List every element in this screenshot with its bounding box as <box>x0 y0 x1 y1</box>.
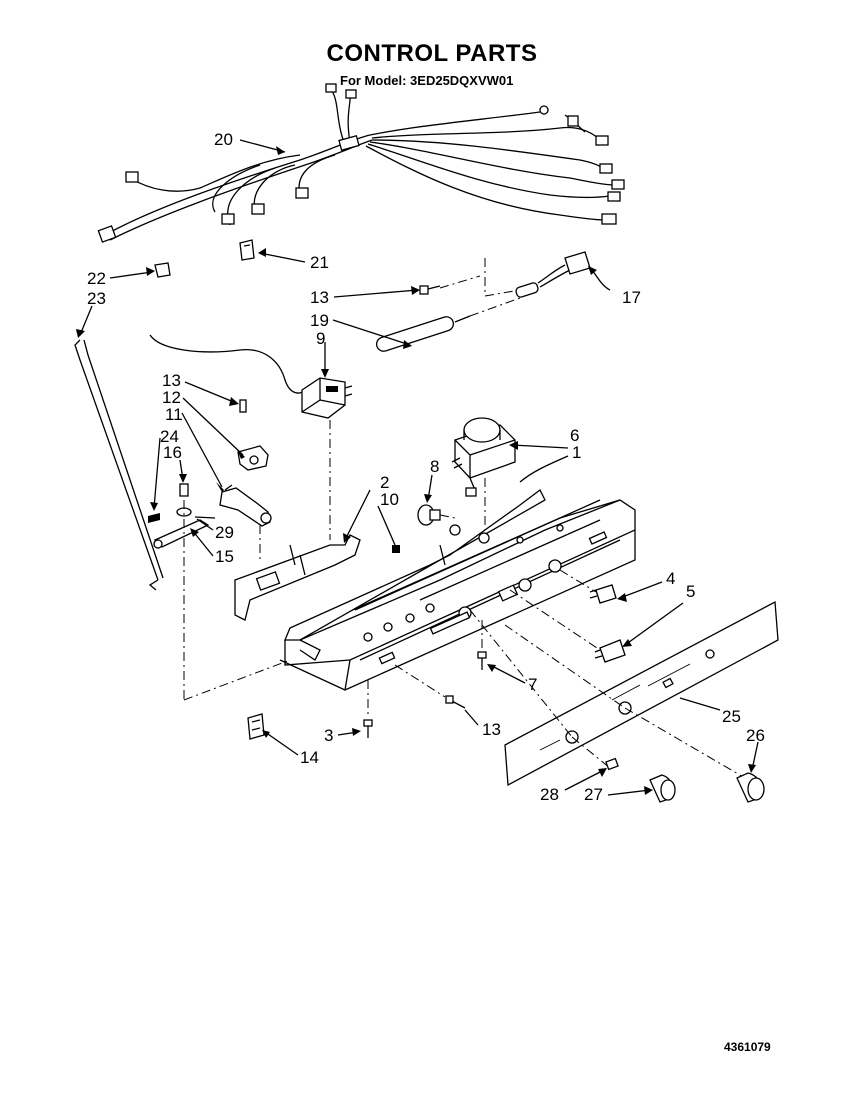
callout-2: 2 <box>380 473 389 492</box>
callout-3: 3 <box>324 726 333 745</box>
relay-part <box>149 334 353 419</box>
callout-25: 25 <box>722 707 741 726</box>
clip-part <box>239 239 255 261</box>
callout-27: 27 <box>584 785 603 804</box>
control-housing-part <box>279 489 636 691</box>
callout-12: 12 <box>162 388 181 407</box>
callout-19: 19 <box>310 311 329 330</box>
callout-13-left: 13 <box>162 371 181 390</box>
switch-lever-assembly <box>148 399 272 700</box>
callout-1: 1 <box>572 443 581 462</box>
callout-22: 22 <box>87 269 106 288</box>
callout-labels: 20 21 22 23 13 17 19 9 13 12 11 24 16 6 … <box>87 130 765 804</box>
control-panel-part <box>469 600 779 787</box>
document-number: 4361079 <box>724 1040 771 1054</box>
callout-24: 24 <box>160 427 179 446</box>
callout-5: 5 <box>686 582 695 601</box>
callout-10: 10 <box>380 490 399 509</box>
callout-26: 26 <box>746 726 765 745</box>
model-subtitle: For Model: 3ED25DQXVW01 <box>340 73 514 88</box>
wire-harness-part <box>97 83 625 243</box>
callout-13-top: 13 <box>310 288 329 307</box>
callout-17: 17 <box>622 288 641 307</box>
callout-7: 7 <box>528 675 537 694</box>
knobs-part <box>605 757 765 803</box>
leader-arrows <box>76 139 759 796</box>
callout-8: 8 <box>430 457 439 476</box>
callout-15: 15 <box>215 547 234 566</box>
bracket-part <box>234 420 400 621</box>
callout-13-bottom: 13 <box>482 720 501 739</box>
retainer-rod-part <box>74 262 171 591</box>
callout-14: 14 <box>300 748 319 767</box>
defrost-timer-part <box>451 417 516 530</box>
callout-23: 23 <box>87 289 106 308</box>
callout-9: 9 <box>316 329 325 348</box>
switches-part <box>509 569 626 663</box>
callout-11: 11 <box>165 405 183 424</box>
callout-4: 4 <box>666 569 675 588</box>
clip-14-part <box>247 713 265 740</box>
thermostat-sensor-part <box>375 251 591 352</box>
callout-28: 28 <box>540 785 559 804</box>
callout-21: 21 <box>310 253 329 272</box>
callout-29: 29 <box>215 523 234 542</box>
callout-20: 20 <box>214 130 233 149</box>
callout-16: 16 <box>163 443 182 462</box>
callout-6: 6 <box>570 426 579 445</box>
screws-part <box>363 620 487 738</box>
page-title: CONTROL PARTS <box>326 40 538 67</box>
light-socket-part <box>417 504 456 526</box>
